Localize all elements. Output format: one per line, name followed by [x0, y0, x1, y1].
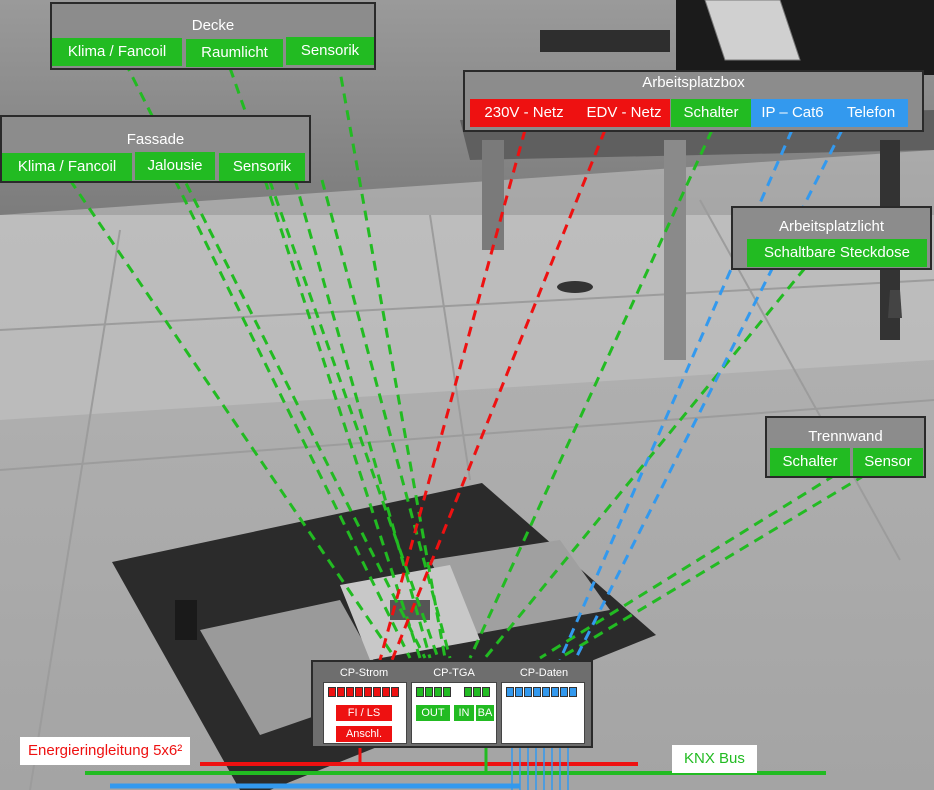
floor-tile-band: [0, 150, 934, 420]
tag-fassade-klima: Klima / Fancoil: [2, 153, 132, 181]
cp-tga-label: CP-TGA: [433, 667, 475, 679]
green-connection-line: [559, 473, 866, 660]
tga-module: [464, 687, 472, 697]
green-connection-line: [293, 179, 432, 659]
data-port: [560, 687, 568, 697]
anschl-block: Anschl.: [336, 726, 392, 742]
green-connection-line: [68, 179, 397, 659]
cp-strom-label: CP-Strom: [339, 667, 389, 679]
tga-module: [473, 687, 481, 697]
panel-decke-title: Decke: [191, 17, 235, 34]
green-connection-line: [468, 129, 714, 659]
tag-schaltbare-steckdose: Schaltbare Steckdose: [747, 239, 927, 267]
breaker-module: [328, 687, 336, 697]
breaker-module: [364, 687, 372, 697]
tag-trennwand-schalter: Schalter: [770, 448, 850, 476]
tag-edv-netz: EDV - Netz: [578, 99, 670, 127]
breaker-module: [355, 687, 363, 697]
tag-fassade-jalousie: Jalousie: [135, 152, 215, 180]
tag-ip-cat6: IP – Cat6: [751, 99, 834, 127]
breaker-module: [337, 687, 345, 697]
data-port: [533, 687, 541, 697]
green-connection-line: [539, 473, 836, 660]
tga-module: [434, 687, 442, 697]
red-connection-line: [378, 129, 527, 661]
energy-ring-label: Energieringleitung 5x6²: [20, 737, 191, 765]
tga-ba-block: BA: [476, 705, 494, 721]
data-port: [515, 687, 523, 697]
panel-fassade: Fassade Klima / Fancoil Jalousie Sensori…: [0, 115, 311, 183]
tag-230v-netz: 230V - Netz: [470, 99, 578, 127]
data-port: [551, 687, 559, 697]
tag-decke-raumlicht: Raumlicht: [186, 39, 283, 67]
breaker-module: [391, 687, 399, 697]
cp-strom-panel: FI / LS Anschl.: [323, 682, 407, 744]
tag-decke-klima: Klima / Fancoil: [52, 38, 182, 66]
blue-connection-line: [558, 129, 794, 661]
tag-decke-sensorik: Sensorik: [286, 37, 374, 65]
panel-decke: Decke Klima / Fancoil Raumlicht Sensorik: [50, 2, 376, 70]
cp-daten-label: CP-Daten: [519, 667, 569, 679]
panel-arbeitsplatzbox: Arbeitsplatzbox 230V - Netz EDV - Netz S…: [463, 70, 924, 132]
tag-apb-schalter: Schalter: [671, 99, 751, 127]
tga-module: [482, 687, 490, 697]
tag-fassade-sensorik: Sensorik: [219, 153, 305, 181]
panel-arbeitsplatzlicht: Arbeitsplatzlicht Schaltbare Steckdose: [731, 206, 932, 270]
fi-ls-block: FI / LS: [336, 705, 392, 721]
panel-arbeitsplatzlicht-title: Arbeitsplatzlicht: [778, 218, 885, 235]
data-port: [569, 687, 577, 697]
cp-distribution-box: CP-Strom CP-TGA CP-Daten FI / LS Anschl.…: [311, 660, 593, 748]
tag-telefon: Telefon: [834, 99, 908, 127]
data-port: [542, 687, 550, 697]
green-connection-line: [173, 179, 412, 659]
breaker-module: [346, 687, 354, 697]
cp-daten-panel: [501, 682, 585, 744]
panel-fassade-title: Fassade: [126, 131, 185, 148]
cp-tga-panel: OUT IN BA: [411, 682, 497, 744]
red-connection-line: [390, 129, 607, 661]
breaker-module: [382, 687, 390, 697]
data-port: [524, 687, 532, 697]
tga-module: [443, 687, 451, 697]
tga-in-block: IN: [454, 705, 474, 721]
panel-arbeitsplatzbox-title: Arbeitsplatzbox: [642, 74, 745, 91]
tga-module: [416, 687, 424, 697]
tga-out-block: OUT: [416, 705, 450, 721]
tga-module: [425, 687, 433, 697]
data-port: [506, 687, 514, 697]
breaker-module: [373, 687, 381, 697]
blue-connection-line: [573, 129, 844, 661]
panel-trennwand: Trennwand Schalter Sensor: [765, 416, 926, 478]
panel-trennwand-title: Trennwand: [808, 428, 883, 445]
knx-bus-label: KNX Bus: [672, 745, 757, 773]
tag-trennwand-sensor: Sensor: [853, 448, 923, 476]
green-connection-line: [320, 179, 452, 659]
